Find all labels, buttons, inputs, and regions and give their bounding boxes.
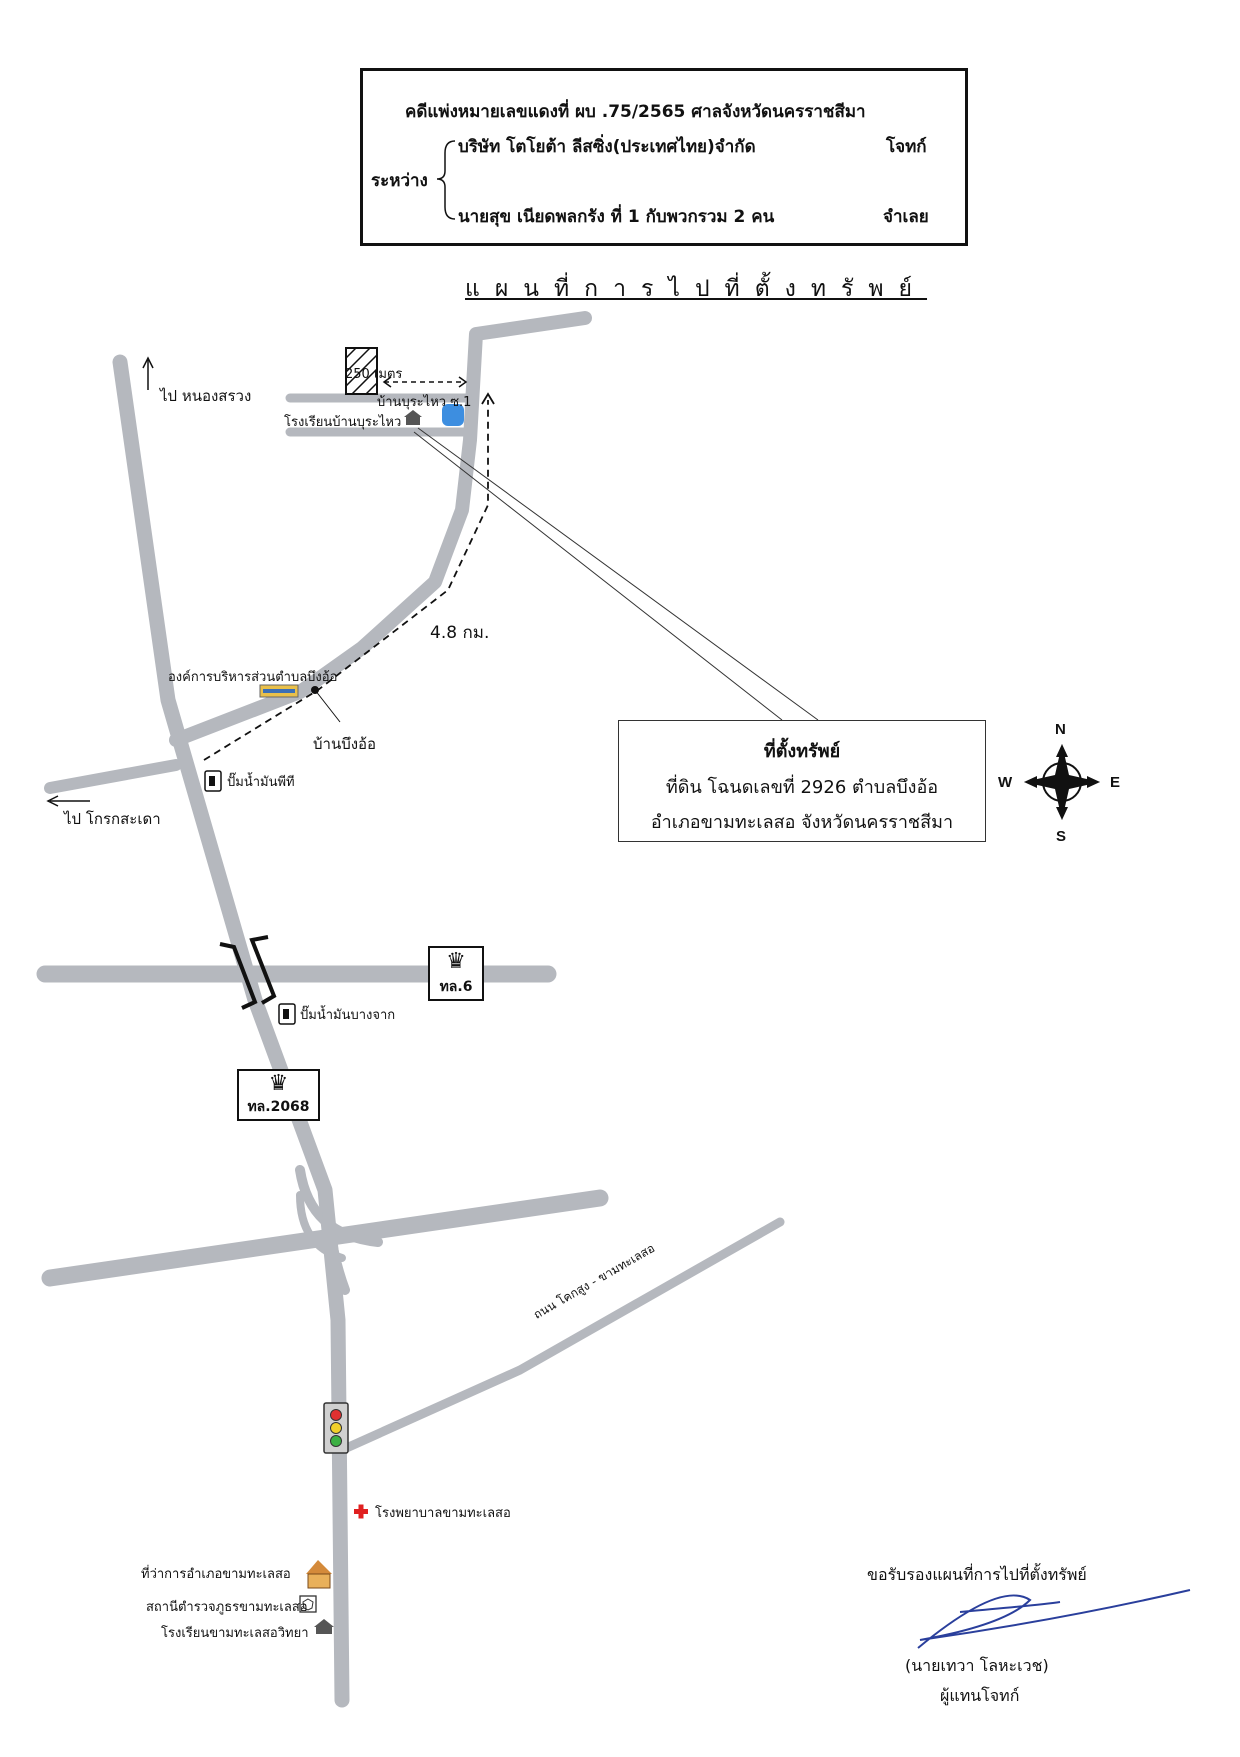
highway-2068-sign: ♛ ทล.2068 [237,1069,320,1121]
traffic-light-icon [323,1402,349,1454]
gas-pt-icon [204,770,222,792]
label-ban-burathai: บ้านบุระไหว ซ.1 [377,395,472,410]
police-icon [299,1595,317,1613]
highway-6-sign: ♛ ทล.6 [428,946,484,1001]
defendant-role: จำเลย [883,207,929,227]
school-icon-kham [314,1619,334,1634]
gas-bangchak-icon [278,1003,296,1025]
label-to-khok-kruat: ไป โกรกสะเดา [64,810,161,828]
property-parcel-icon [345,347,378,395]
between-label: ระหว่าง [371,171,428,191]
route-dashed [203,400,489,761]
label-district-office: ที่ว่าการอำเภอขามทะเลสอ [141,1567,291,1582]
label-school-kham: โรงเรียนขามทะเลสอวิทยา [161,1626,309,1641]
garuda-icon: ♛ [446,949,466,974]
label-sao-bung-o: องค์การบริหารส่วนตำบลบึงอ้อ [168,670,338,685]
label-distance-48: 4.8 กม. [430,623,490,643]
compass-e: E [1110,774,1121,791]
sao-building-icon [259,684,299,698]
plaintiff-name: บริษัท โตโยต้า ลีสซิ่ง(ประเทศไทย)จำกัด [458,137,756,157]
pointer-line [413,427,819,721]
hospital-icon [354,1504,368,1519]
case-box: คดีแพ่งหมายเลขแดงที่ ผบ .75/2565 ศาลจังห… [360,68,968,246]
highway-6-label: ทล.6 [439,979,473,995]
location-box: ที่ตั้งทรัพย์ ที่ดิน โฉนดเลขที่ 2926 ตำบ… [618,720,986,842]
certifier-name: (นายเทวา โลหะเวช) [905,1656,1049,1675]
label-gas-bangchak: ปั๊มน้ำมันบางจาก [300,1008,396,1023]
road-khok-sung [337,1217,785,1455]
compass-w: W [998,774,1013,791]
interchange-loop-2 [320,1185,350,1295]
garuda-icon: ♛ [268,1071,289,1096]
plaintiff-role: โจทก์ [886,137,927,157]
location-title: ที่ตั้งทรัพย์ [763,741,841,762]
defendant-name: นายสุข เนียดพลกรัง ที่ 1 กับพวกรวม 2 คน [458,207,775,227]
interchange-loop-3 [296,1191,346,1262]
label-school-burathai: โรงเรียนบ้านบุระไหว [284,415,402,430]
road-khok-kruat [44,759,182,794]
label-distance-250: 250 เมตร [345,367,403,382]
label-to-nong-sawang: ไป หนองสรวง [160,387,252,405]
map-title: แผนที่การไปที่ตั้งทรัพย์ [465,276,928,302]
compass-s: S [1056,828,1067,845]
case-header: คดีแพ่งหมายเลขแดงที่ ผบ .75/2565 ศาลจังห… [405,102,866,122]
location-line2: อำเภอขามทะเลสอ จังหวัดนครราชสีมา [650,812,954,833]
brace-icon [436,140,456,220]
district-office-icon [306,1560,332,1589]
signature-mark [917,1589,1191,1649]
road-to-village [169,311,592,747]
pond-icon [442,404,464,426]
school-icon-burathai [404,410,422,425]
overpass-icon [219,935,277,1010]
label-police-station: สถานีตำรวจภูธรขามทะเลสอ [146,1600,308,1615]
location-line1: ที่ดิน โฉนดเลขที่ 2926 ตำบลบึงอ้อ [665,777,939,798]
road-main [112,354,350,1708]
certifier-role: ผู้แทนโจทก์ [940,1686,1020,1705]
compass-icon [1024,744,1100,820]
label-ban-bung-o: บ้านบึงอ้อ [313,735,377,753]
label-gas-pt: ปั๊มน้ำมันพีที [227,775,295,790]
highway-2068-label: ทล.2068 [247,1099,310,1115]
compass-n: N [1055,721,1066,738]
label-hospital: โรงพยาบาลขามทะเลสอ [375,1506,511,1521]
certification-text: ขอรับรองแผนที่การไปที่ตั้งทรัพย์ [867,1565,1087,1584]
road-cross [41,1189,609,1287]
